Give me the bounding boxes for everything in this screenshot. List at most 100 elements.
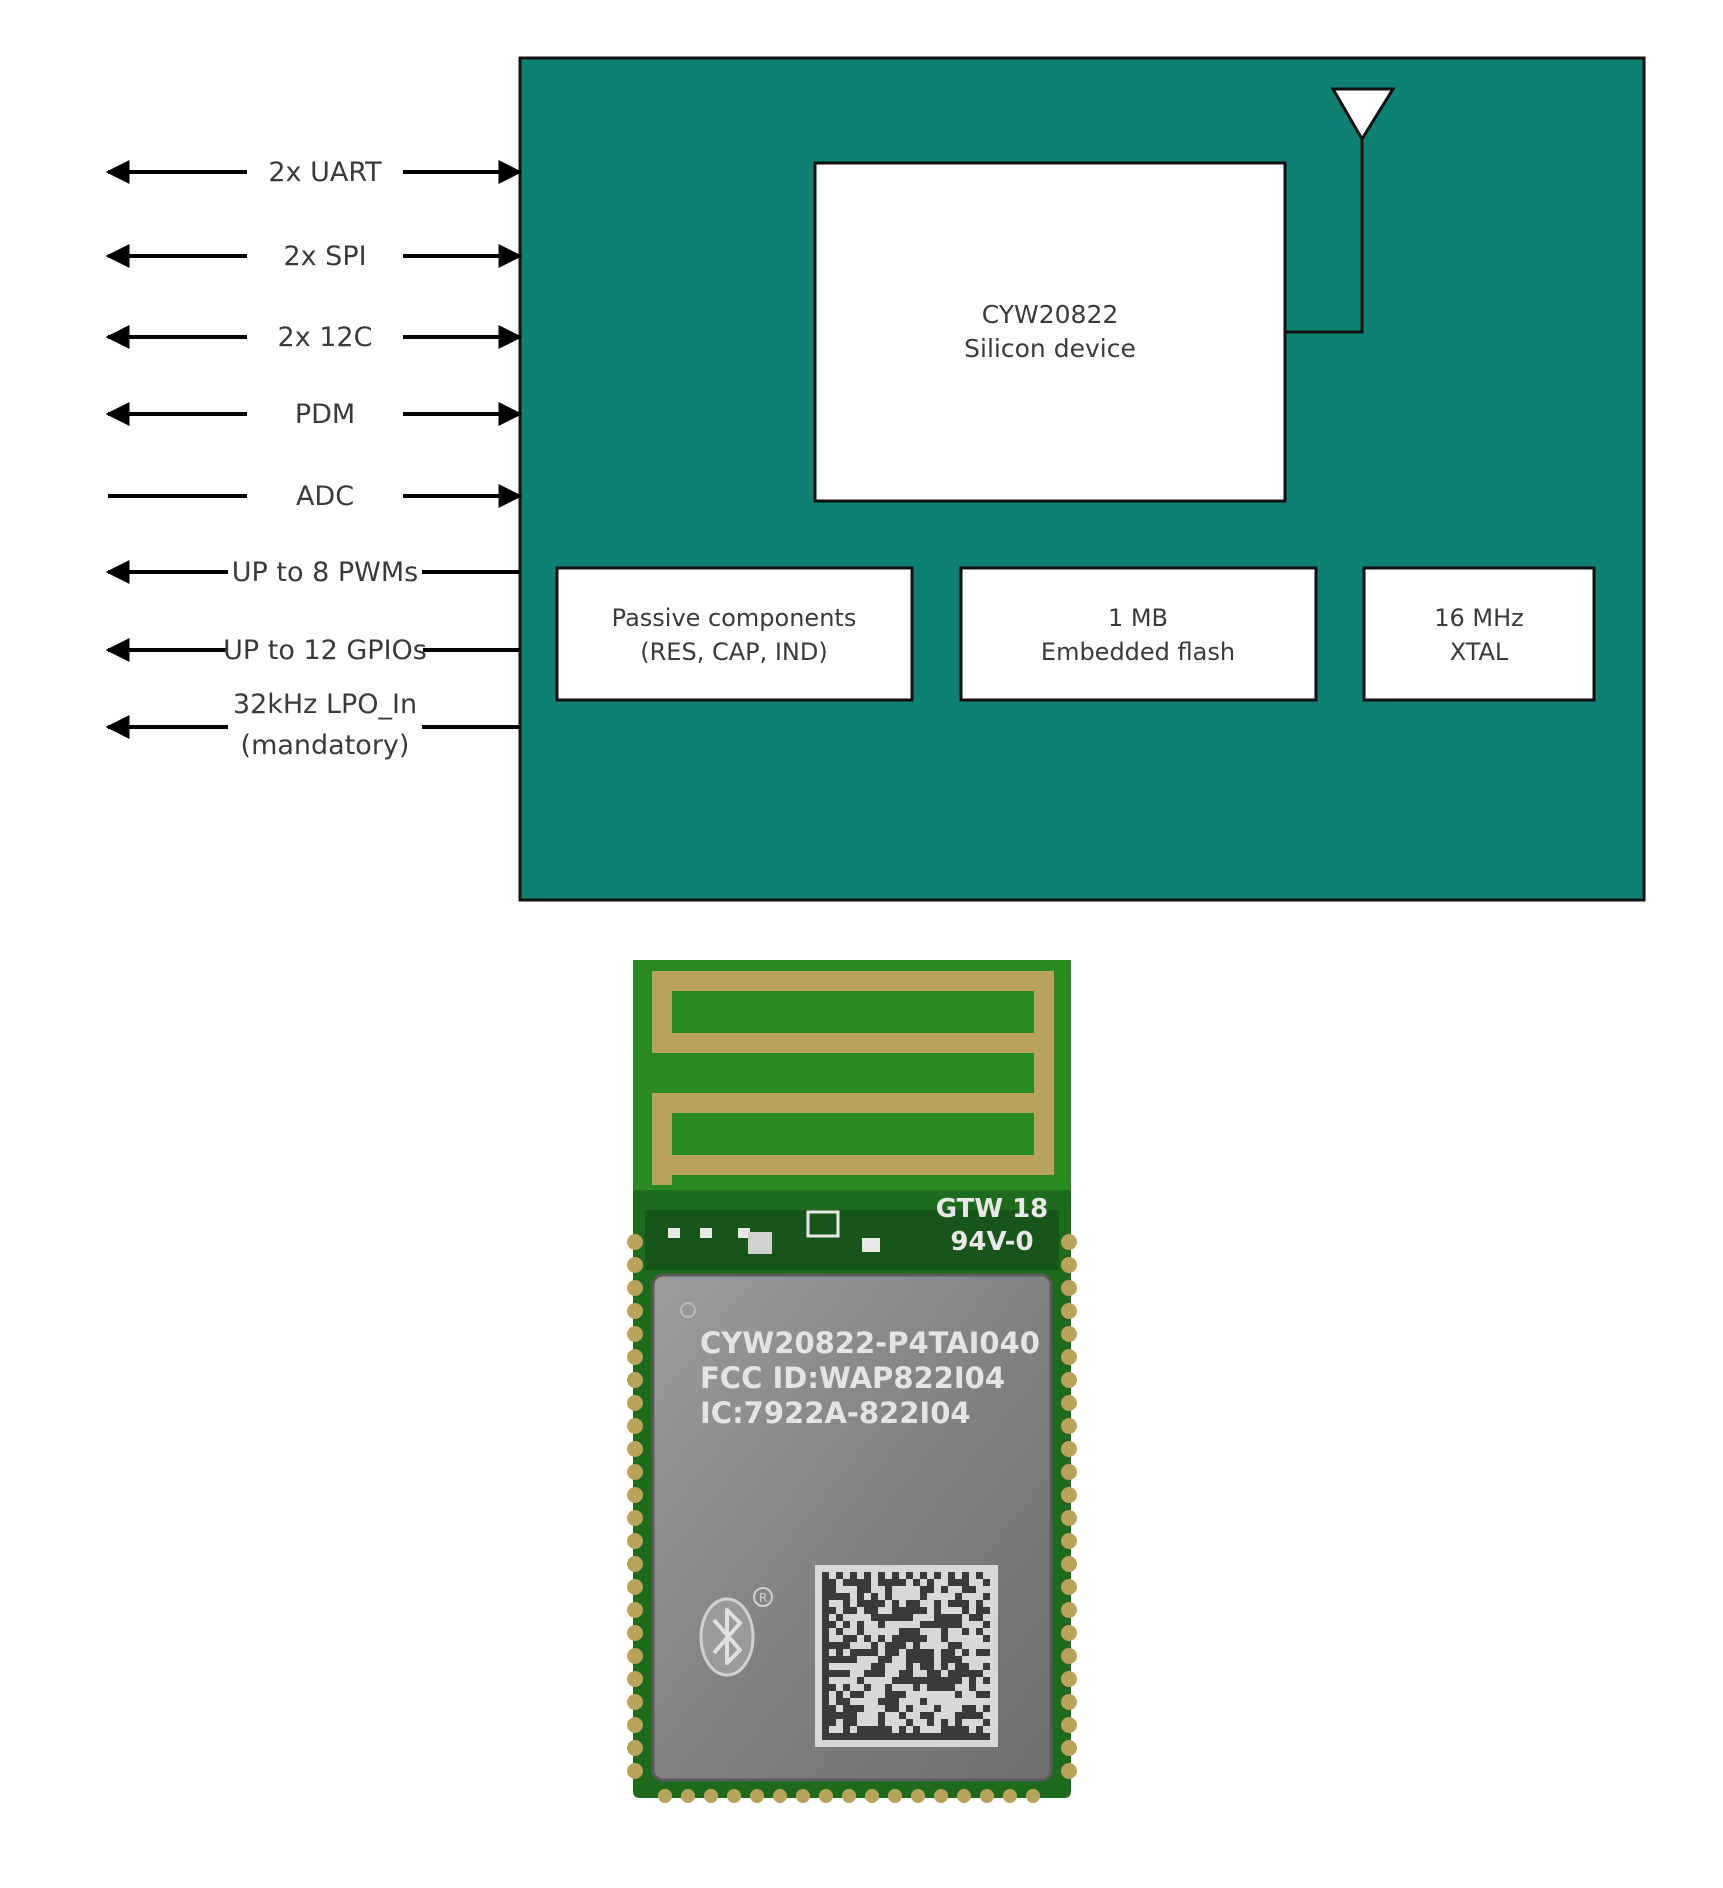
datamatrix-cell bbox=[934, 1733, 941, 1740]
datamatrix-cell bbox=[906, 1649, 913, 1656]
datamatrix-cell bbox=[941, 1614, 948, 1621]
datamatrix-cell bbox=[836, 1656, 843, 1663]
interface-label-bg bbox=[295, 398, 355, 430]
interface-label-bg bbox=[295, 480, 355, 512]
datamatrix-cell bbox=[885, 1733, 892, 1740]
datamatrix-cell bbox=[976, 1691, 983, 1698]
datamatrix-cell bbox=[822, 1628, 829, 1635]
datamatrix-cell bbox=[892, 1607, 899, 1614]
datamatrix-cell bbox=[864, 1600, 871, 1607]
castellation-pad bbox=[1061, 1671, 1077, 1687]
castellation-pad bbox=[773, 1789, 787, 1803]
castellation-pad bbox=[627, 1740, 643, 1756]
datamatrix-cell bbox=[892, 1705, 899, 1712]
datamatrix-cell bbox=[913, 1607, 920, 1614]
datamatrix-cell bbox=[927, 1670, 934, 1677]
datamatrix-cell bbox=[934, 1621, 941, 1628]
castellation-pad bbox=[1061, 1372, 1077, 1388]
datamatrix-cell bbox=[885, 1726, 892, 1733]
datamatrix-cell bbox=[927, 1733, 934, 1740]
datamatrix-cell bbox=[941, 1726, 948, 1733]
castellation-pad bbox=[627, 1280, 643, 1296]
datamatrix-cell bbox=[850, 1579, 857, 1586]
datamatrix-cell bbox=[962, 1649, 969, 1656]
datamatrix-cell bbox=[857, 1628, 864, 1635]
datamatrix-cell bbox=[857, 1649, 864, 1656]
datamatrix-cell bbox=[892, 1572, 899, 1579]
datamatrix-cell bbox=[976, 1670, 983, 1677]
datamatrix-cell bbox=[892, 1691, 899, 1698]
datamatrix-cell bbox=[955, 1670, 962, 1677]
interface-label-bg bbox=[273, 240, 377, 272]
svg-text:R: R bbox=[759, 1591, 767, 1605]
datamatrix-cell bbox=[983, 1649, 990, 1656]
datamatrix-cell bbox=[983, 1607, 990, 1614]
castellation-pad bbox=[980, 1789, 994, 1803]
datamatrix-cell bbox=[850, 1719, 857, 1726]
interface-7: UP to 12 GPIOs bbox=[105, 634, 520, 666]
datamatrix-cell bbox=[941, 1677, 948, 1684]
castellation-pad bbox=[1061, 1487, 1077, 1503]
datamatrix-cell bbox=[927, 1649, 934, 1656]
castellation-pad bbox=[1061, 1418, 1077, 1434]
datamatrix-cell bbox=[885, 1593, 892, 1600]
datamatrix-cell bbox=[969, 1712, 976, 1719]
datamatrix-cell bbox=[906, 1607, 913, 1614]
datamatrix-cell bbox=[892, 1579, 899, 1586]
datamatrix-cell bbox=[920, 1698, 927, 1705]
datamatrix-cell bbox=[864, 1649, 871, 1656]
datamatrix-cell bbox=[969, 1684, 976, 1691]
datamatrix-cell bbox=[941, 1649, 948, 1656]
xtal-box: 16 MHz XTAL bbox=[1362, 566, 1596, 702]
datamatrix-cell bbox=[843, 1600, 850, 1607]
castellation-pad bbox=[1061, 1556, 1077, 1572]
datamatrix-cell bbox=[822, 1677, 829, 1684]
datamatrix-cell bbox=[836, 1642, 843, 1649]
interface-label-line2: (mandatory) bbox=[241, 730, 410, 761]
datamatrix-cell bbox=[983, 1635, 990, 1642]
datamatrix-cell bbox=[934, 1677, 941, 1684]
datamatrix-cell bbox=[843, 1684, 850, 1691]
xtal-label-line2: XTAL bbox=[1450, 638, 1509, 666]
datamatrix-cell bbox=[927, 1677, 934, 1684]
castellation-pad bbox=[1003, 1789, 1017, 1803]
datamatrix-cell bbox=[843, 1656, 850, 1663]
datamatrix-cell bbox=[941, 1628, 948, 1635]
castellation-pad bbox=[627, 1694, 643, 1710]
datamatrix-cell bbox=[864, 1684, 871, 1691]
datamatrix-cell bbox=[850, 1656, 857, 1663]
datamatrix-cell bbox=[829, 1705, 836, 1712]
castellation-pad bbox=[627, 1349, 643, 1365]
interface-label-bg bbox=[228, 556, 422, 588]
datamatrix-cell bbox=[955, 1677, 962, 1684]
datamatrix-cell bbox=[913, 1635, 920, 1642]
datamatrix-cell bbox=[822, 1656, 829, 1663]
datamatrix-cell bbox=[955, 1621, 962, 1628]
datamatrix-cell bbox=[871, 1593, 878, 1600]
datamatrix-cell bbox=[857, 1593, 864, 1600]
castellation-pad bbox=[627, 1441, 643, 1457]
datamatrix-cell bbox=[962, 1663, 969, 1670]
datamatrix-cell bbox=[857, 1705, 864, 1712]
interface-label-bg bbox=[228, 689, 422, 769]
datamatrix-cell bbox=[913, 1649, 920, 1656]
datamatrix-cell bbox=[871, 1649, 878, 1656]
datamatrix-cell bbox=[892, 1698, 899, 1705]
datamatrix-cell bbox=[822, 1719, 829, 1726]
datamatrix-cell bbox=[885, 1642, 892, 1649]
castellation-pad bbox=[911, 1789, 925, 1803]
datamatrix-cell bbox=[969, 1677, 976, 1684]
datamatrix-cell bbox=[913, 1628, 920, 1635]
interface-5: ADC bbox=[108, 480, 523, 512]
datamatrix-cell bbox=[913, 1733, 920, 1740]
datamatrix-cell bbox=[885, 1691, 892, 1698]
castellation-pad bbox=[819, 1789, 833, 1803]
datamatrix-cell bbox=[871, 1607, 878, 1614]
castellation-pad bbox=[1061, 1740, 1077, 1756]
datamatrix-cell bbox=[843, 1712, 850, 1719]
datamatrix-cell bbox=[871, 1642, 878, 1649]
datamatrix-code-icon bbox=[815, 1565, 998, 1747]
datamatrix-cell bbox=[836, 1572, 843, 1579]
datamatrix-cell bbox=[920, 1586, 927, 1593]
